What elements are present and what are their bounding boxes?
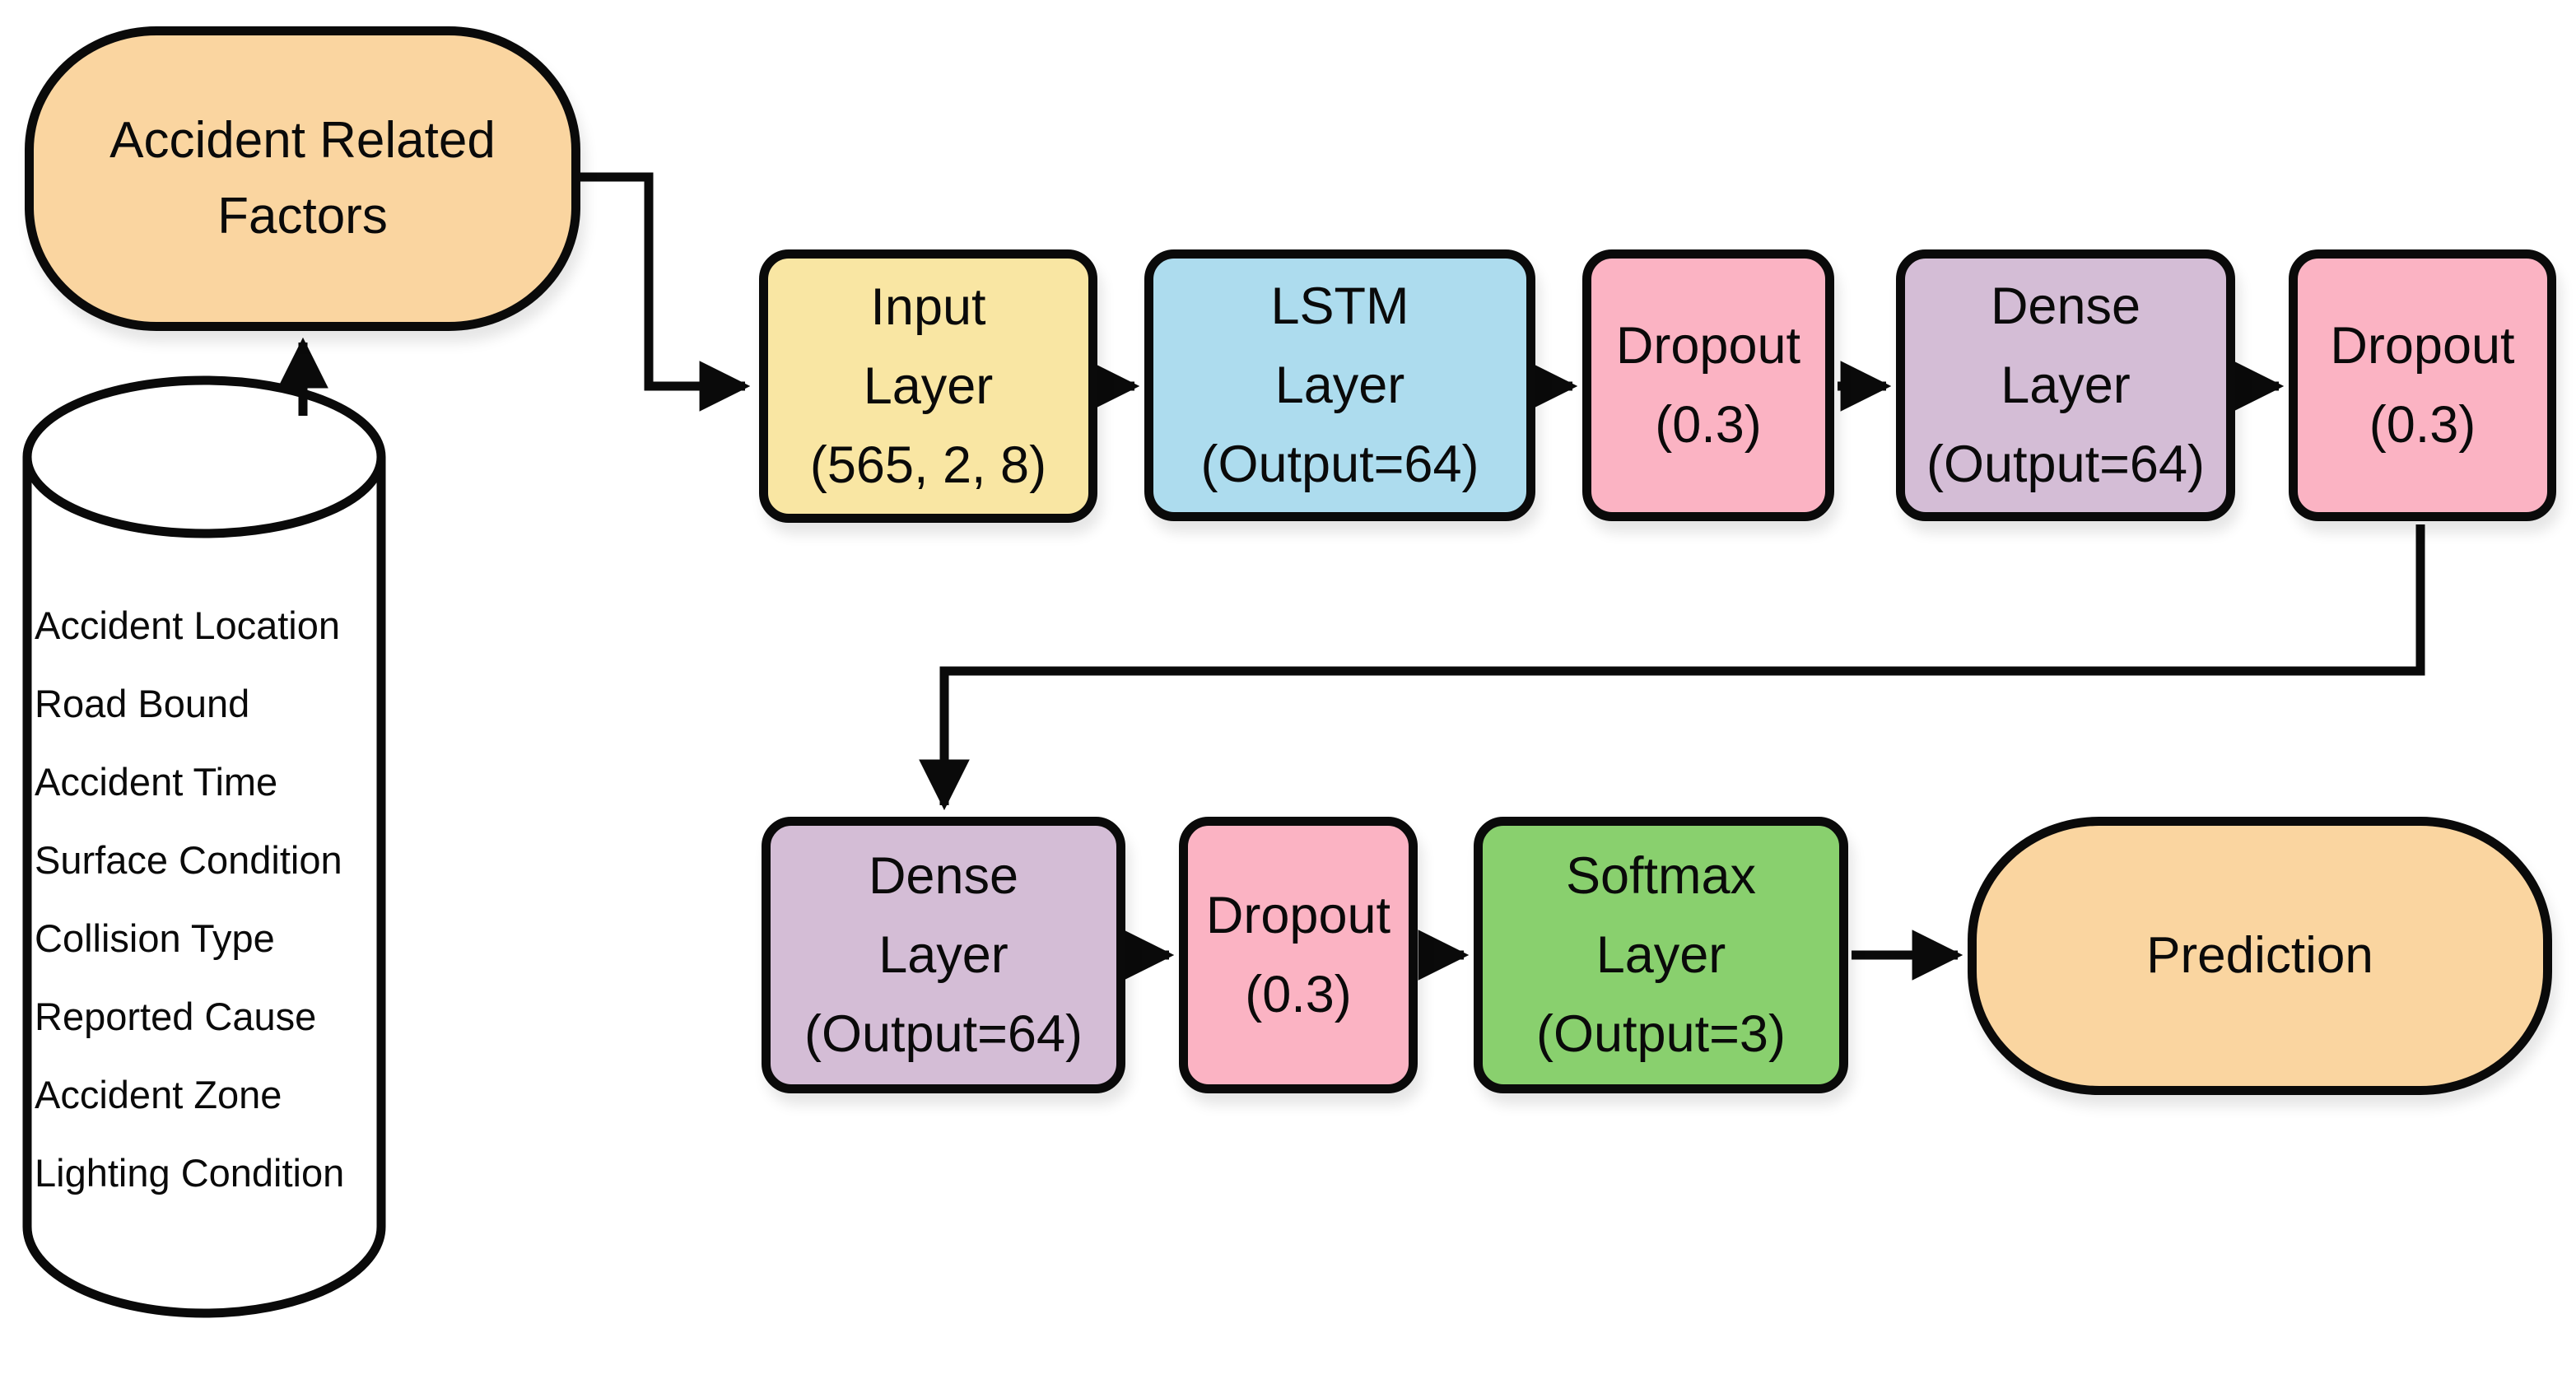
factor-surface-condition: Surface Condition: [35, 838, 342, 882]
arrow-source-to-input: [576, 172, 751, 412]
node-input-layer: Input Layer (565, 2, 8): [759, 249, 1097, 523]
cylinder-top: [22, 375, 386, 538]
node-lstm-layer: LSTM Layer (Output=64): [1144, 249, 1535, 521]
factor-accident-location: Accident Location: [35, 603, 341, 647]
node-softmax-layer: Softmax Layer (Output=3): [1474, 817, 1848, 1093]
factor-reported-cause: Reported Cause: [35, 995, 317, 1038]
factor-road-bound: Road Bound: [35, 682, 250, 725]
node-dropout-2: Dropout (0.3): [2289, 249, 2556, 521]
database-cylinder: [22, 375, 386, 1318]
node-prediction: Prediction: [1968, 817, 2552, 1095]
factor-lighting-condition: Lighting Condition: [35, 1151, 345, 1195]
node-dense-layer-1: Dense Layer (Output=64): [1896, 249, 2235, 521]
factor-accident-zone: Accident Zone: [35, 1073, 282, 1116]
factor-accident-time: Accident Time: [35, 760, 278, 804]
database-factor-list: Accident Location Road Bound Accident Ti…: [35, 586, 389, 1212]
arrow-dropout2-to-dense2: [919, 524, 2425, 811]
node-accident-related-factors: Accident Related Factors: [25, 26, 580, 331]
node-dropout-3: Dropout (0.3): [1179, 817, 1418, 1093]
cylinder-body: [22, 457, 386, 1318]
node-dropout-1: Dropout (0.3): [1582, 249, 1834, 521]
node-dense-layer-2: Dense Layer (Output=64): [762, 817, 1125, 1093]
factor-collision-type: Collision Type: [35, 916, 275, 960]
